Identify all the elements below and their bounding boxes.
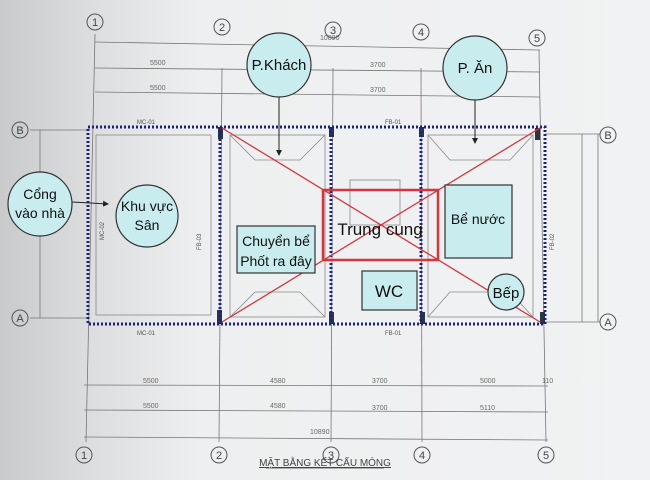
label-water-tank: Bể nước bbox=[451, 211, 505, 227]
label-septic-2: Phốt ra đây bbox=[240, 253, 312, 269]
dim-top-1: 5500 bbox=[150, 60, 166, 67]
beam-label: MC-01 bbox=[137, 331, 156, 337]
label-yard-2: Sân bbox=[135, 217, 160, 233]
label-septic-1: Chuyển bể bbox=[242, 233, 310, 249]
axis-bubbles bbox=[11, 13, 617, 464]
center-cross bbox=[221, 127, 541, 323]
callout-kitchen bbox=[487, 273, 525, 311]
label-yard-1: Khu vực bbox=[121, 198, 173, 214]
dim-bottom-4: 5000 bbox=[480, 378, 496, 385]
beam-label: MC-01 bbox=[137, 120, 156, 126]
dim-bottom-3: 3700 bbox=[372, 378, 388, 385]
axis-5-bottom: 5 bbox=[543, 450, 549, 462]
callout-septic bbox=[236, 225, 316, 274]
label-kitchen: Bếp bbox=[493, 285, 520, 302]
dim-top-2: 3700 bbox=[370, 62, 386, 69]
label-gate-1: Cổng bbox=[23, 186, 56, 202]
label-dining-room: P. Ăn bbox=[458, 60, 493, 77]
beam-label: FB-01 bbox=[385, 120, 402, 126]
dim-bottom-2: 4580 bbox=[270, 378, 286, 385]
beam-label: FB-03 bbox=[197, 233, 203, 250]
dim-top-3: 5500 bbox=[150, 85, 166, 92]
beam-label: FB-01 bbox=[385, 331, 402, 337]
axis-5-top: 5 bbox=[534, 33, 540, 45]
axis-b-left: B bbox=[16, 125, 23, 137]
axis-a-left: A bbox=[16, 313, 24, 325]
label-wc: WC bbox=[375, 282, 403, 301]
beam-label: FB-02 bbox=[550, 233, 556, 250]
callout-water-tank bbox=[444, 184, 513, 259]
callout-dining-room bbox=[442, 35, 508, 101]
gate-arrow bbox=[71, 200, 109, 207]
axis-b-right: B bbox=[604, 130, 611, 142]
axis-4-bottom: 4 bbox=[419, 450, 425, 462]
axis-1-top: 1 bbox=[92, 17, 98, 29]
axis-4-top: 4 bbox=[418, 27, 424, 39]
beam-label: MC-02 bbox=[100, 221, 106, 240]
callout-living-room bbox=[246, 32, 312, 98]
dim-bottom-6: 5500 bbox=[143, 403, 159, 410]
label-trung-cung: Trung cung bbox=[337, 220, 422, 239]
dim-top-4: 3700 bbox=[370, 87, 386, 94]
axis-a-right: A bbox=[604, 317, 612, 329]
axis-2-bottom: 2 bbox=[216, 450, 222, 462]
axis-3-top: 3 bbox=[330, 25, 336, 37]
axis-3-bottom: 3 bbox=[328, 450, 334, 462]
label-living-room: P.Khách bbox=[252, 57, 307, 74]
drawing-title: MẶT BẰNG KẾT CẤU MÓNG bbox=[259, 456, 391, 469]
dim-bottom-8: 3700 bbox=[372, 405, 388, 412]
axis-1-bottom: 1 bbox=[81, 450, 87, 462]
house-boundary bbox=[86, 125, 547, 326]
grid-lines bbox=[30, 33, 600, 443]
dim-bottom-1: 5500 bbox=[143, 378, 159, 385]
dim-top-total: 10890 bbox=[320, 35, 340, 42]
dim-bottom-total: 10890 bbox=[310, 429, 330, 436]
dim-bottom-7: 4580 bbox=[270, 403, 286, 410]
center-box bbox=[321, 188, 440, 262]
axis-2-top: 2 bbox=[219, 22, 225, 34]
foundation-outlines bbox=[95, 134, 534, 318]
dim-bottom-9: 5110 bbox=[480, 405, 495, 412]
callout-gate bbox=[7, 171, 73, 237]
callout-yard bbox=[115, 184, 179, 248]
label-gate-2: vào nhà bbox=[15, 205, 65, 221]
callout-wc bbox=[361, 270, 418, 311]
dim-bottom-5: 110 bbox=[542, 378, 553, 385]
